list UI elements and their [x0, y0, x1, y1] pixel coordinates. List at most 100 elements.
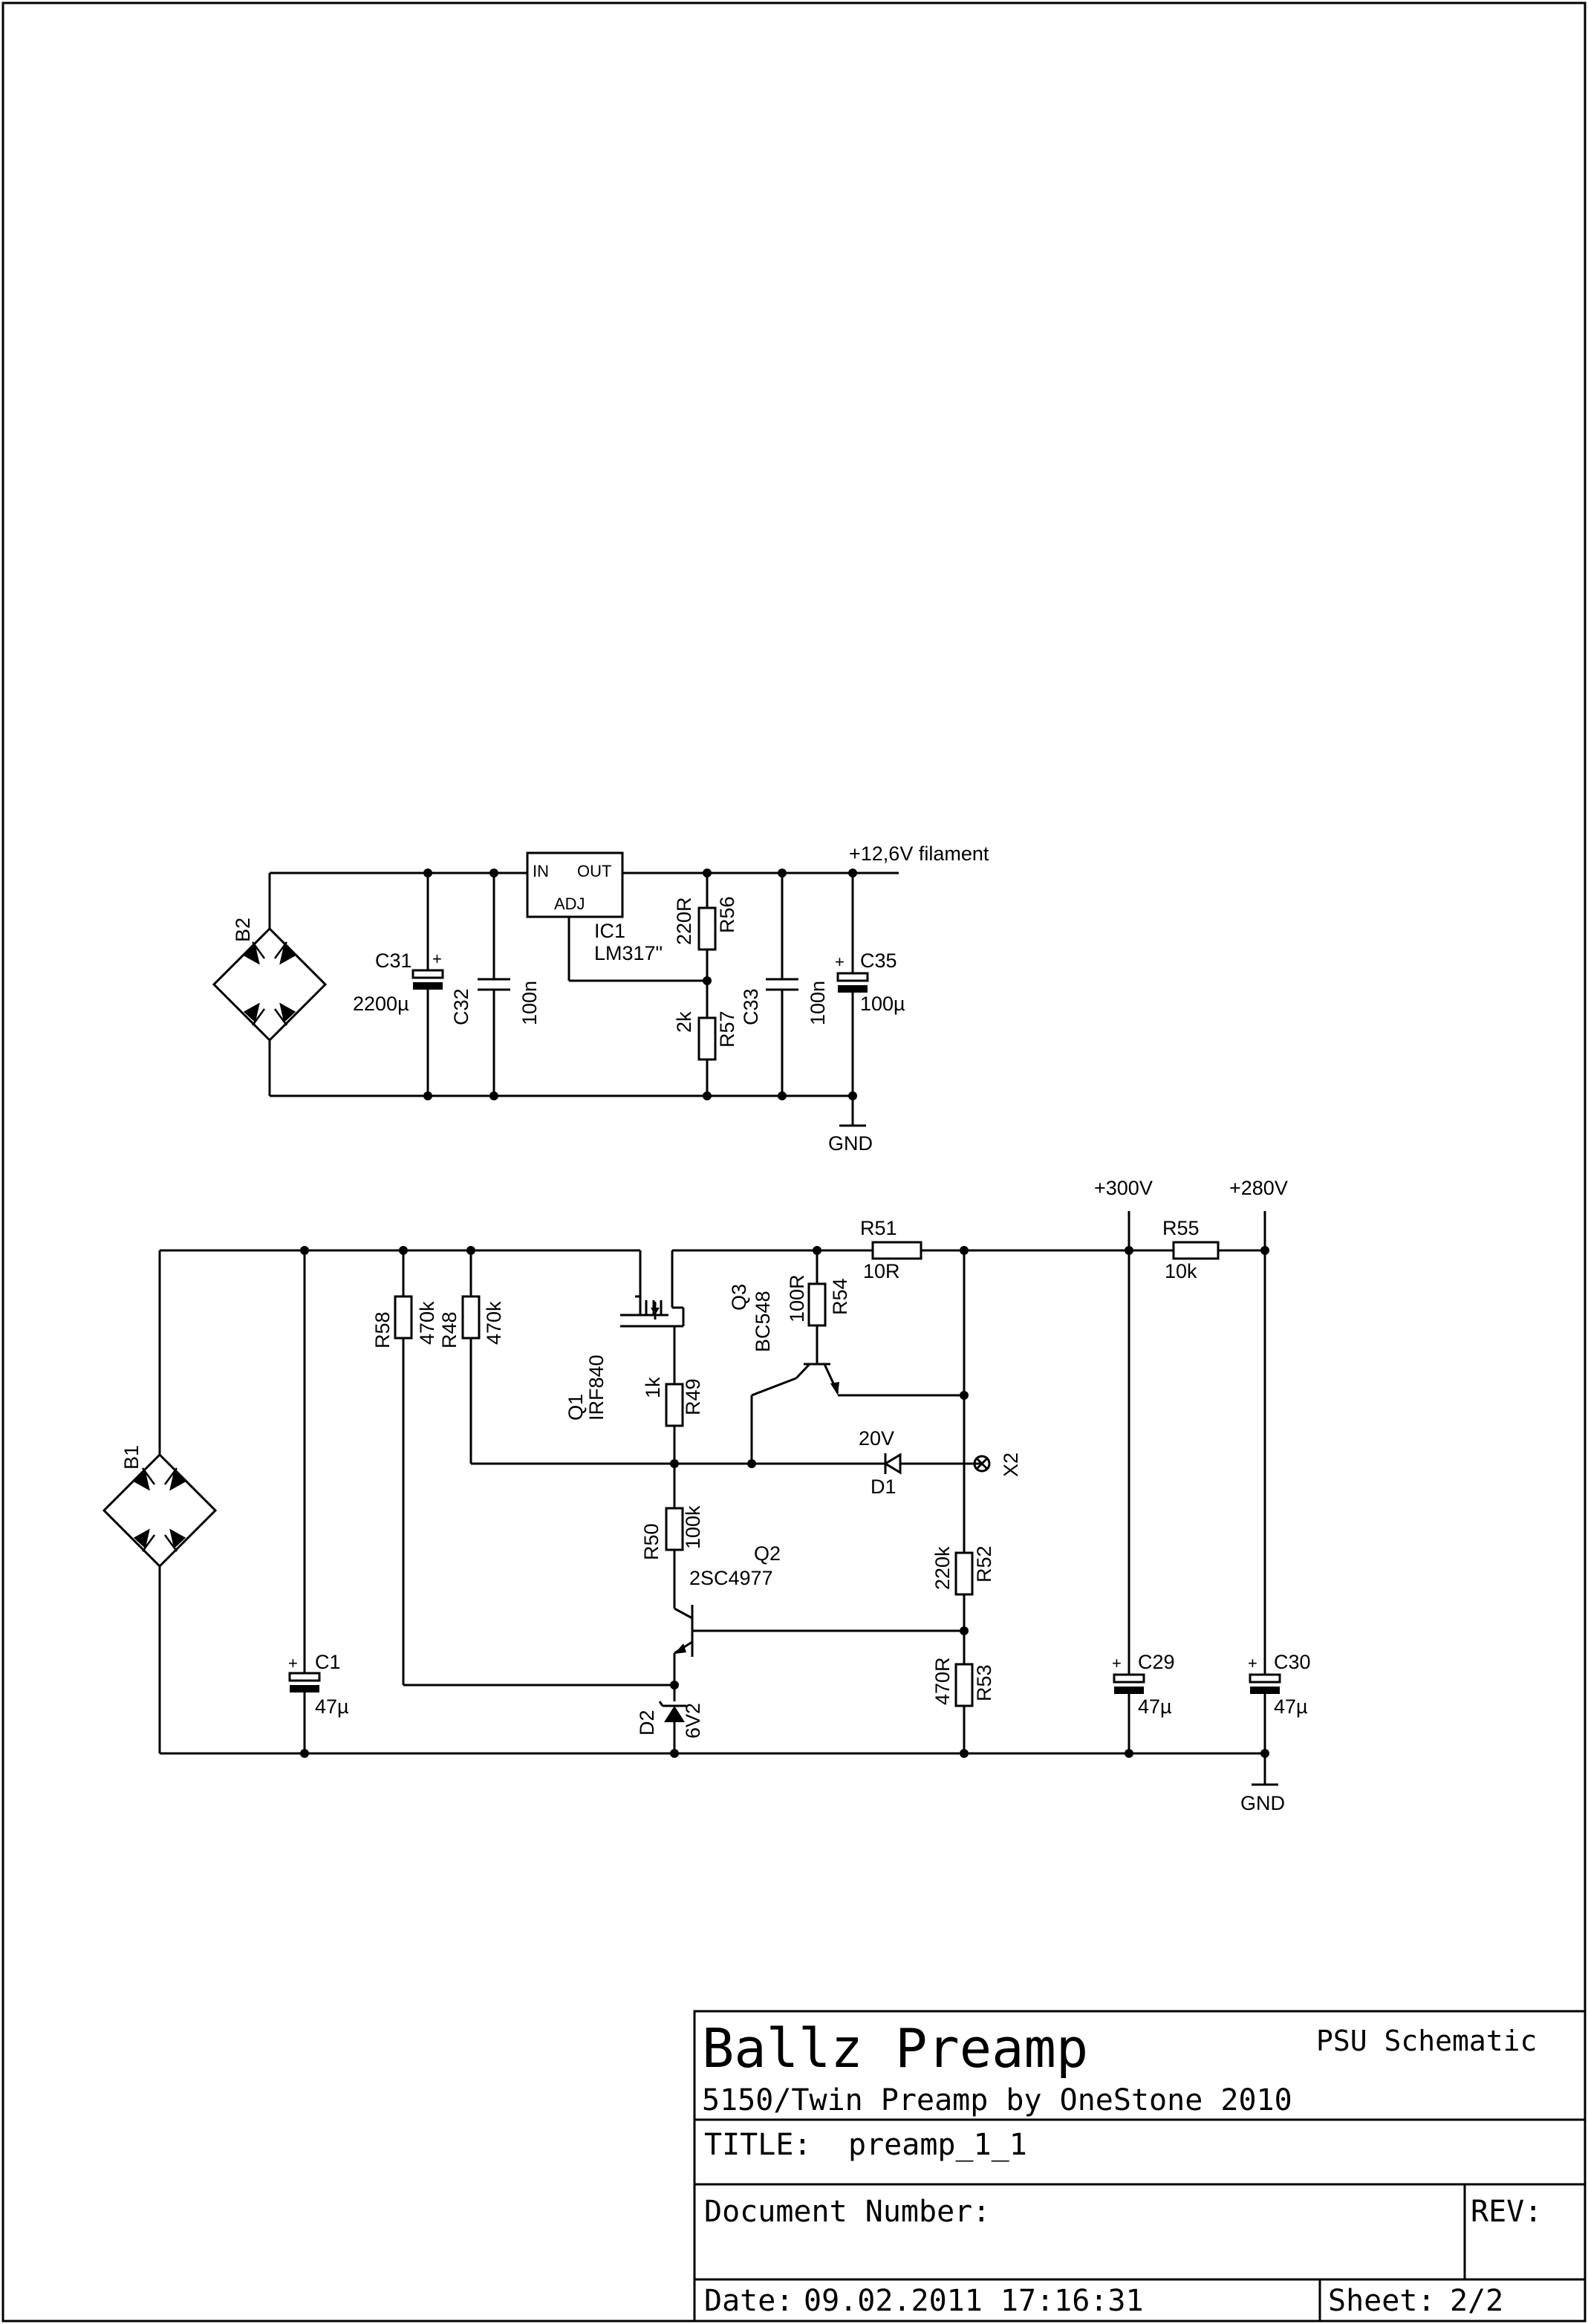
description-text: 5150/Twin Preamp by OneStone 2010 [702, 2083, 1292, 2117]
title-value: preamp_1_1 [848, 2128, 1027, 2162]
zener-d2: D2 6V2 [636, 1701, 704, 1753]
svg-text:100R: 100R [786, 1274, 808, 1322]
resistor-r56: 220R R56 [673, 873, 738, 1018]
bridge-b2: B2 [212, 873, 328, 1096]
rev-label: REV: [1471, 2195, 1542, 2229]
capacitor-c33: C33 100n [740, 873, 829, 1096]
svg-text:+: + [1112, 1654, 1122, 1672]
transistor-q2: Q2 2SC4977 [673, 1542, 964, 1701]
capacitor-c1: + C1 47µ [288, 1250, 349, 1753]
svg-text:IRF840: IRF840 [585, 1354, 608, 1421]
title-text: Ballz Preamp [702, 2017, 1088, 2080]
svg-text:X2: X2 [1000, 1452, 1022, 1477]
filament-supply: B2 + C31 2200µ C32 100n IN OUT ADJ [212, 843, 989, 1155]
svg-text:470k: 470k [416, 1301, 438, 1345]
resistor-r57: 2k R57 [673, 1010, 738, 1096]
svg-text:6V2: 6V2 [682, 1703, 704, 1739]
capacitor-c30: + C30 47µ [1248, 1211, 1311, 1753]
svg-text:IN: IN [533, 862, 549, 880]
svg-text:B1: B1 [120, 1445, 143, 1470]
filament-output-label: +12,6V filament [849, 843, 989, 865]
svg-text:C32: C32 [450, 988, 472, 1025]
transistor-q3: Q3 BC548 100R R54 [728, 1250, 966, 1464]
svg-text:GND: GND [828, 1132, 873, 1155]
zener-d1: 20V D1 [859, 1427, 980, 1498]
resistor-r49: 1k R49 [642, 1377, 704, 1508]
svg-text:100n: 100n [807, 981, 829, 1025]
svg-text:47µ: 47µ [1138, 1695, 1172, 1718]
svg-text:C33: C33 [740, 988, 762, 1025]
capacitor-c31: + C31 2200µ [353, 873, 444, 1096]
resistor-r55: R55 10k [1162, 1217, 1220, 1282]
date-value: 09.02.2011 17:16:31 [804, 2284, 1144, 2318]
svg-text:+: + [432, 950, 442, 968]
b2-label: B2 [232, 918, 254, 942]
sheet-value: 2/2 [1450, 2284, 1503, 2318]
ht-supply: B1 + C1 47µ R58 470k R48 4 [102, 1177, 1311, 1814]
svg-text:C30: C30 [1274, 1651, 1311, 1673]
svg-text:IC1: IC1 [594, 920, 625, 942]
svg-text:C29: C29 [1138, 1651, 1175, 1673]
svg-text:R53: R53 [973, 1664, 995, 1701]
svg-text:R58: R58 [371, 1311, 394, 1348]
svg-text:R55: R55 [1162, 1217, 1200, 1239]
rail-300v-label: +300V [1094, 1177, 1153, 1199]
svg-text:2SC4977: 2SC4977 [689, 1567, 773, 1589]
svg-text:D2: D2 [636, 1710, 658, 1736]
capacitor-c32: C32 100n [450, 873, 541, 1096]
resistor-r53: 470R R53 [931, 1657, 995, 1753]
date-label: Date: [704, 2284, 793, 2318]
svg-text:1k: 1k [642, 1377, 664, 1398]
svg-text:220k: 220k [931, 1546, 954, 1590]
mosfet-q1: Q1 IRF840 [564, 1250, 685, 1421]
svg-text:Q1: Q1 [564, 1394, 587, 1421]
title-label: TITLE: [704, 2128, 812, 2162]
svg-text:R57: R57 [716, 1010, 738, 1048]
svg-text:LM317": LM317" [594, 942, 663, 964]
svg-text:+: + [835, 952, 845, 971]
svg-text:470k: 470k [483, 1301, 505, 1345]
resistor-r50: R50 100k [640, 1505, 704, 1620]
gnd-symbol-2: GND [1240, 1753, 1285, 1814]
svg-text:C35: C35 [860, 950, 897, 972]
svg-text:C1: C1 [315, 1651, 341, 1673]
bridge-b1: B1 [102, 1250, 218, 1753]
svg-text:10k: 10k [1165, 1260, 1197, 1282]
document-number-label: Document Number: [704, 2195, 990, 2229]
svg-text:ADJ: ADJ [554, 895, 585, 913]
svg-text:+: + [288, 1654, 298, 1672]
regulator-ic1: IN OUT ADJ IC1 LM317" [526, 851, 707, 982]
svg-text:OUT: OUT [577, 862, 611, 880]
svg-text:R51: R51 [860, 1217, 897, 1239]
subtitle-text: PSU Schematic [1316, 2025, 1537, 2057]
svg-text:R50: R50 [640, 1523, 663, 1560]
gnd-symbol-1: GND [828, 1096, 873, 1155]
svg-text:R49: R49 [682, 1378, 704, 1415]
rail-280v-label: +280V [1229, 1177, 1288, 1199]
resistor-r48: R48 470k [438, 1250, 876, 1465]
svg-text:100k: 100k [682, 1505, 704, 1549]
svg-text:220R: 220R [673, 897, 695, 945]
svg-text:100µ: 100µ [860, 993, 905, 1015]
resistor-r52: 220k R52 [931, 1250, 995, 1664]
svg-text:+: + [1248, 1654, 1257, 1672]
test-point-x2: X2 [973, 1452, 1022, 1477]
capacitor-c35: + C35 100µ [835, 873, 905, 1096]
title-block: Ballz Preamp PSU Schematic 5150/Twin Pre… [693, 2010, 1587, 2323]
svg-text:10R: 10R [863, 1260, 900, 1282]
capacitor-c29: + C29 47µ [1112, 1211, 1175, 1753]
svg-text:R54: R54 [829, 1278, 851, 1315]
svg-text:100n: 100n [518, 981, 541, 1025]
svg-text:BC548: BC548 [752, 1291, 774, 1352]
svg-text:2k: 2k [673, 1011, 695, 1033]
svg-text:20V: 20V [859, 1427, 894, 1450]
svg-text:47µ: 47µ [315, 1695, 349, 1718]
svg-text:D1: D1 [871, 1476, 896, 1498]
svg-text:C31: C31 [375, 950, 412, 972]
svg-text:Q3: Q3 [728, 1284, 750, 1311]
svg-text:GND: GND [1240, 1792, 1285, 1814]
svg-text:R48: R48 [438, 1311, 461, 1348]
svg-text:470R: 470R [931, 1657, 954, 1705]
